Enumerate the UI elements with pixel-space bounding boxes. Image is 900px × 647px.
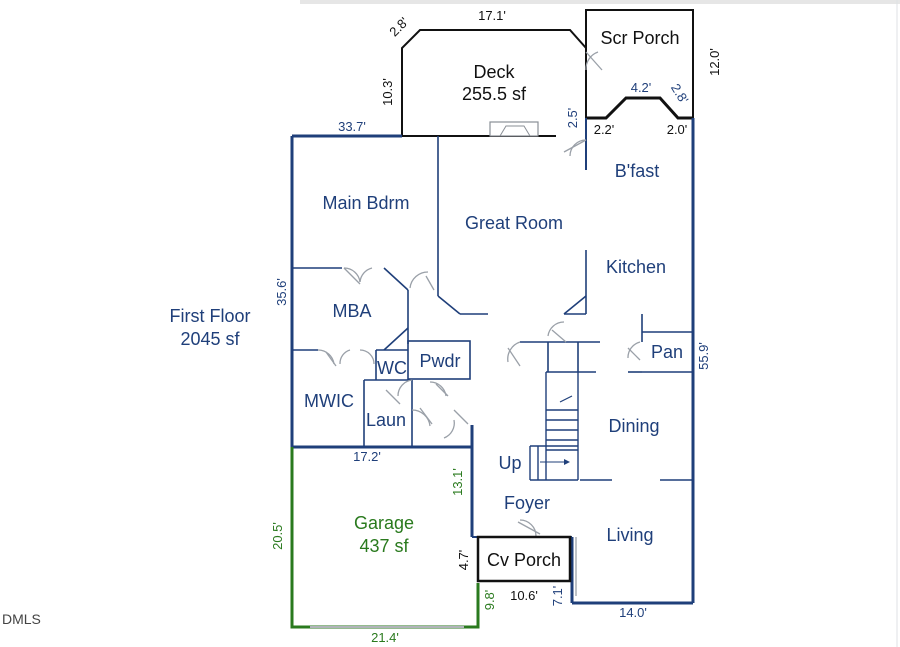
room-main-bdrm: Main Bdrm [322,193,409,213]
dim-foyer-left: 13.1' [450,468,465,496]
dim-porch-right: 12.0' [707,48,722,76]
dim-cv-porch-bottom-left: 9.8' [482,590,497,611]
garage-outline [290,447,480,629]
room-mba: MBA [332,301,371,321]
room-deck-area: 255.5 sf [462,84,527,104]
room-kitchen: Kitchen [606,257,666,277]
dim-bay-right-base: 2.0' [667,122,688,137]
room-great-room: Great Room [465,213,563,233]
room-mwic: MWIC [304,391,354,411]
stairs-up-label: Up [498,453,521,473]
room-garage: Garage [354,513,414,533]
dim-deck-top: 17.1' [478,8,506,23]
room-garage-area: 437 sf [359,536,409,556]
room-pwdr: Pwdr [419,351,460,371]
room-deck: Deck [473,62,515,82]
top-edge-bar [300,0,900,4]
dim-house-right: 55.9' [696,342,711,370]
room-foyer: Foyer [504,493,550,513]
floor-label: First Floor [170,306,251,326]
interior-walls [292,136,693,481]
dim-garage-left: 20.5' [270,522,285,550]
bay-window [586,96,693,120]
dim-bay-right-angle: 2.8' [668,81,692,106]
cv-porch-outline [476,535,572,583]
fireplace [489,121,539,137]
room-cv-porch: Cv Porch [487,550,561,570]
room-scr-porch: Scr Porch [600,28,679,48]
dim-bay-top: 4.2' [631,80,652,95]
dim-cv-porch-left: 4.7' [456,550,471,571]
dim-cv-porch-right: 7.1' [550,586,565,607]
room-wc: WC [377,358,407,378]
door-swings [317,51,641,596]
deck-outline [401,29,587,137]
watermark-text: DMLS [2,611,41,627]
room-living: Living [606,525,653,545]
dim-bay-left-base: 2.2' [594,122,615,137]
dim-living-bottom: 14.0' [619,605,647,620]
floor-area: 2045 sf [180,329,240,349]
dim-cv-porch-bottom: 10.6' [510,588,538,603]
dim-deck-left-angle: 2.8' [386,14,411,39]
dim-garage-bottom: 21.4' [371,630,399,645]
dim-mwic-bottom: 17.2' [353,449,381,464]
room-bfast: B'fast [615,161,659,181]
fireplace-hearth [499,125,531,137]
dim-house-left: 35.6' [274,278,289,306]
dim-house-top: 33.7' [338,119,366,134]
room-laun: Laun [366,410,406,430]
staircase [529,372,579,481]
room-pan: Pan [651,342,683,362]
room-dining: Dining [608,416,659,436]
dim-deck-left: 10.3' [380,78,395,106]
dim-bay-left-angle: 2.5' [565,108,580,129]
